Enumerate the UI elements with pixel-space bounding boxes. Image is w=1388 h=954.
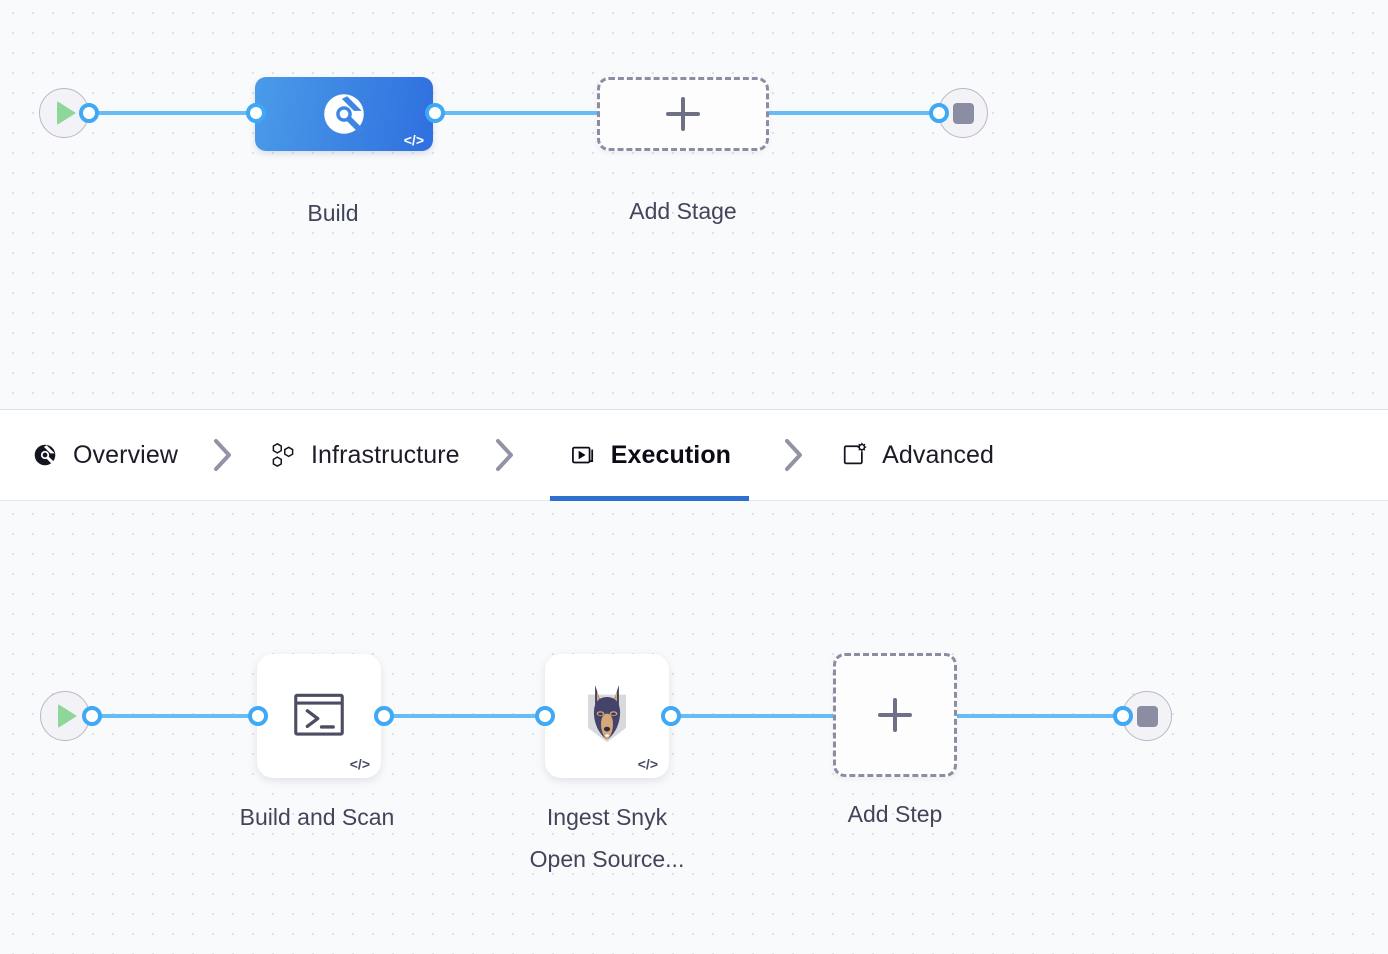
tab-execution[interactable]: Execution <box>549 409 750 501</box>
stage-label-build: Build <box>307 200 359 226</box>
port-build-out[interactable] <box>425 103 445 123</box>
tab-label-overview: Overview <box>73 440 178 469</box>
stage-node-build[interactable]: </> <box>255 77 433 151</box>
wire-build-to-addstage <box>428 111 608 115</box>
stop-icon <box>1136 705 1158 727</box>
port-snyk-in[interactable] <box>535 706 555 726</box>
port-start-out[interactable] <box>79 103 99 123</box>
stop-icon <box>952 102 974 124</box>
ci-build-icon <box>324 94 364 134</box>
stage-canvas[interactable]: </> Build Add Stage <box>0 0 1388 409</box>
wire-addstep-to-end <box>952 714 1132 718</box>
step-label-build-and-scan: Build and Scan <box>239 804 395 830</box>
chevron-right-icon <box>771 438 817 472</box>
wire-start-to-buildscan <box>88 714 268 718</box>
tab-label-infrastructure: Infrastructure <box>311 440 460 469</box>
plus-icon <box>878 698 912 732</box>
plus-icon <box>666 97 700 131</box>
add-step-button[interactable] <box>833 653 957 777</box>
add-stage-label: Add Stage <box>629 198 737 224</box>
hexagons-icon <box>268 440 298 470</box>
port-buildscan-out[interactable] <box>374 706 394 726</box>
execution-canvas[interactable]: </> Build and Scan </> <box>0 501 1388 954</box>
play-icon <box>57 101 76 125</box>
gear-frame-icon <box>839 440 869 470</box>
port-exec-start-out[interactable] <box>82 706 102 726</box>
wire-buildscan-to-snyk <box>378 714 558 718</box>
port-buildscan-in[interactable] <box>248 706 268 726</box>
port-exec-end-in[interactable] <box>1113 706 1133 726</box>
step-node-build-and-scan[interactable]: </> <box>257 654 381 778</box>
code-badge: </> <box>403 132 424 148</box>
ci-build-icon <box>30 440 60 470</box>
stage-config-tabbar: Overview Infrastructure <box>0 409 1388 501</box>
pipeline-end-node[interactable] <box>938 88 988 138</box>
add-step-label: Add Step <box>847 801 943 827</box>
wire-addstage-to-end <box>766 111 952 115</box>
play-square-icon <box>568 440 598 470</box>
step-label-ingest-snyk: Ingest Snyk Open Source... <box>529 804 685 872</box>
wire-snyk-to-addstep <box>664 714 844 718</box>
execution-end-node[interactable] <box>1122 691 1172 741</box>
port-snyk-out[interactable] <box>661 706 681 726</box>
code-badge: </> <box>637 756 658 772</box>
chevron-right-icon <box>482 438 528 472</box>
step-node-ingest-snyk[interactable]: </> <box>545 654 669 778</box>
code-badge: </> <box>349 756 370 772</box>
port-build-in[interactable] <box>246 103 266 123</box>
terminal-icon <box>294 693 344 736</box>
play-icon <box>58 704 77 728</box>
port-end-in[interactable] <box>929 103 949 123</box>
add-stage-button[interactable] <box>597 77 769 151</box>
tab-label-advanced: Advanced <box>882 440 995 469</box>
tab-advanced[interactable]: Advanced <box>839 409 994 501</box>
wire-start-to-build <box>86 111 266 115</box>
snyk-logo-icon <box>588 685 626 743</box>
tab-infrastructure[interactable]: Infrastructure <box>268 409 460 501</box>
tab-overview[interactable]: Overview <box>30 409 178 501</box>
chevron-right-icon <box>200 438 246 472</box>
tab-label-execution: Execution <box>610 440 732 469</box>
